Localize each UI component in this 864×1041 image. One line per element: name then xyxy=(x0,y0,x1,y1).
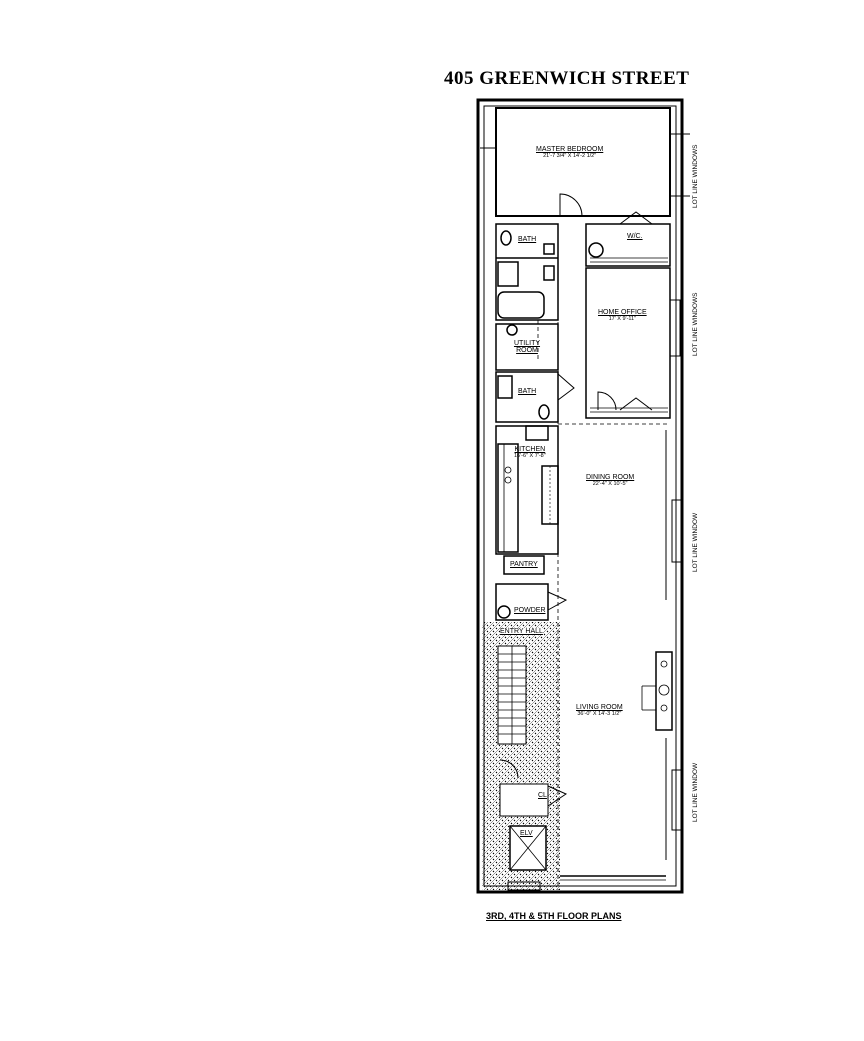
lot-line-label: LOT LINE WINDOW xyxy=(692,512,699,572)
room-name: ENTRY HALL xyxy=(500,628,543,635)
room-name: CL xyxy=(538,792,547,799)
room-name: DINING ROOM xyxy=(586,474,635,481)
room-bath-lower: BATH xyxy=(518,388,536,395)
room-name: PANTRY xyxy=(510,561,538,568)
room-name: W/C. xyxy=(627,233,643,240)
room-name: ELV xyxy=(520,830,533,837)
plan-caption: 3RD, 4TH & 5TH FLOOR PLANS xyxy=(486,911,622,921)
room-name: UTILITY ROOM xyxy=(513,340,541,354)
room-dimensions: 21'-7 3/4" x 14'-2 1/2" xyxy=(543,153,597,159)
room-name: LIVING ROOM xyxy=(576,704,623,711)
room-closet: CL xyxy=(538,792,547,799)
room-wic: W/C. xyxy=(627,233,643,240)
room-pantry: PANTRY xyxy=(510,561,538,568)
room-name: HOME OFFICE xyxy=(598,309,647,316)
room-utility: UTILITY ROOM xyxy=(512,340,542,354)
room-home-office: HOME OFFICE 17' x 9'-11" xyxy=(598,309,647,323)
room-name: POWDER xyxy=(514,607,546,614)
room-powder: POWDER xyxy=(514,607,546,614)
room-entry-hall: ENTRY HALL xyxy=(500,628,543,635)
room-dimensions: 36'-0" x 14'-3 1/2" xyxy=(577,711,622,717)
lot-line-label: LOT LINE WINDOW xyxy=(692,762,699,822)
lot-line-label: LOT LINE WINDOWS xyxy=(692,144,699,208)
room-dining: DINING ROOM 22'-4" x 10'-5" xyxy=(586,474,634,488)
exterior-walls xyxy=(476,98,684,894)
plan-title: 405 GREENWICH STREET xyxy=(444,68,690,89)
room-dimensions: 17' x 9'-11" xyxy=(608,316,637,322)
room-name: MASTER BEDROOM xyxy=(536,146,604,153)
room-kitchen: KITCHEN 16'-6" x 7'-8" xyxy=(514,446,546,460)
room-dimensions: 16'-6" x 7'-8" xyxy=(514,453,546,459)
room-bath-upper: BATH xyxy=(518,236,536,243)
lot-line-label: LOT LINE WINDOWS xyxy=(692,292,699,356)
room-name: BATH xyxy=(518,236,537,243)
room-name: BATH xyxy=(518,388,537,395)
room-elevator: ELV xyxy=(520,830,533,837)
room-living: LIVING ROOM 36'-0" x 14'-3 1/2" xyxy=(576,704,623,718)
room-master-bedroom: MASTER BEDROOM 21'-7 3/4" x 14'-2 1/2" xyxy=(536,146,603,160)
room-name: KITCHEN xyxy=(514,446,546,453)
room-dimensions: 22'-4" x 10'-5" xyxy=(592,481,628,487)
stair xyxy=(498,646,526,744)
